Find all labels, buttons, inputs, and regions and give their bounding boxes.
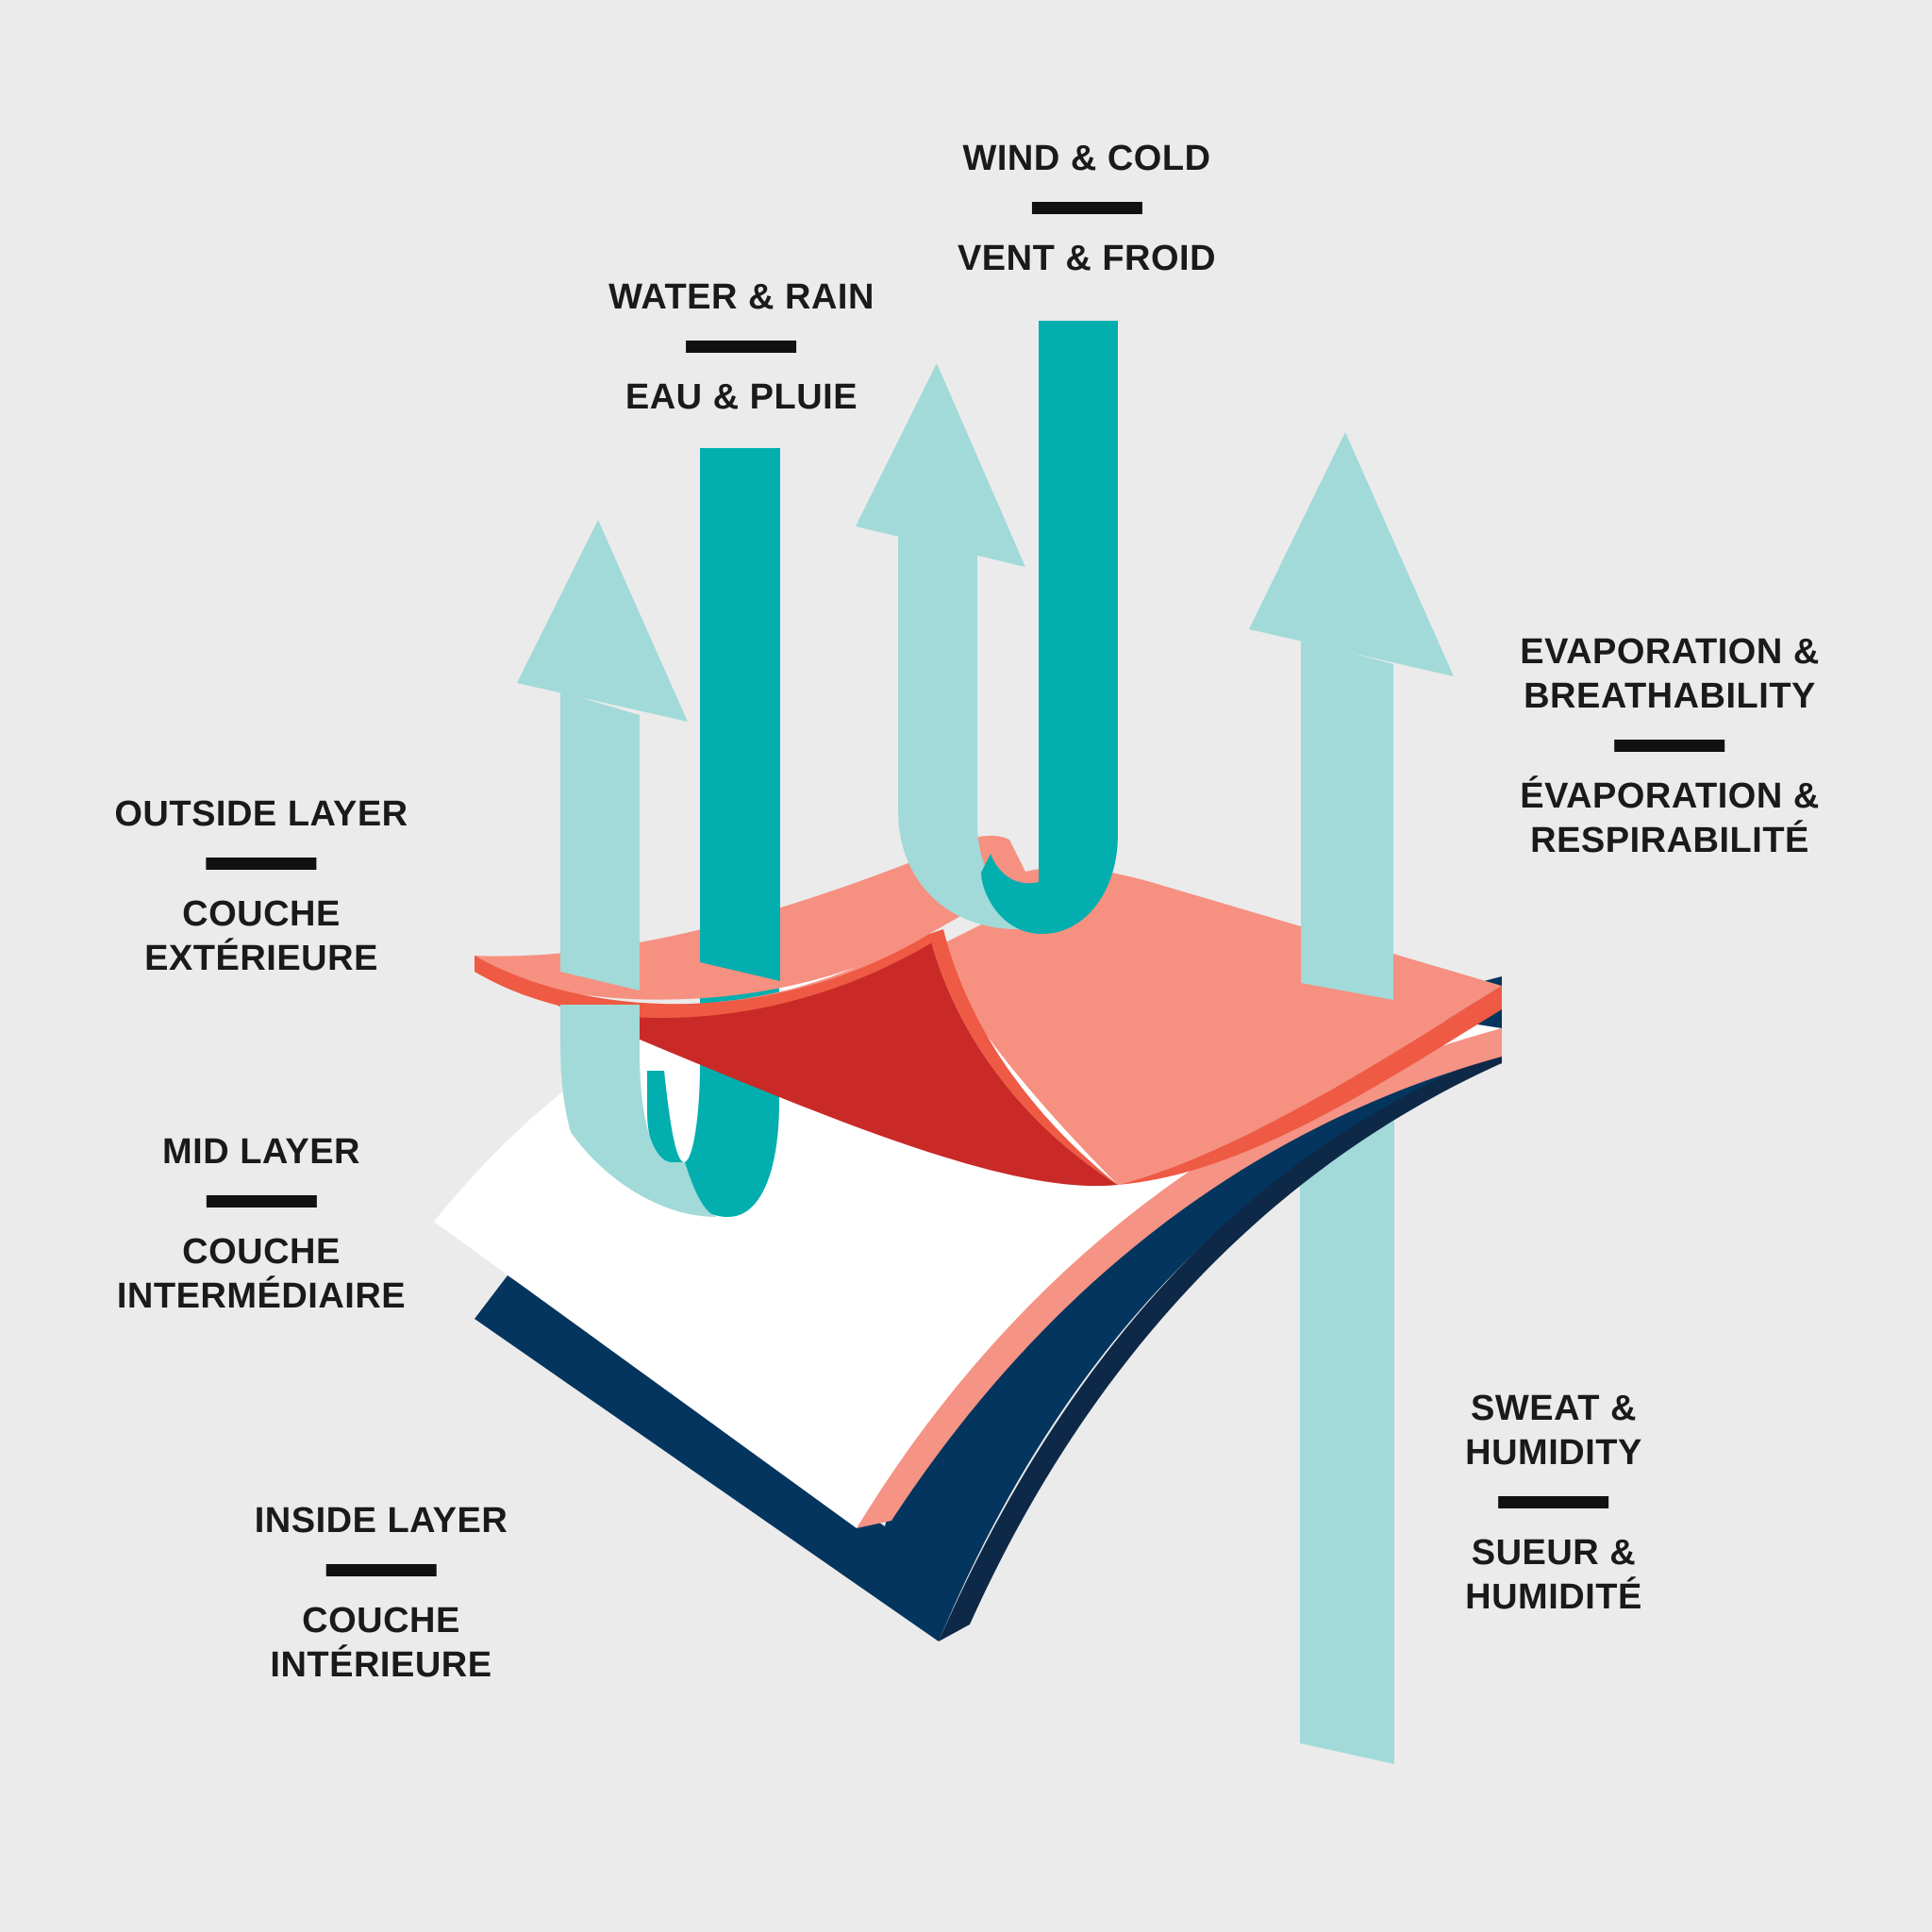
outside-layer-curl-edge: [929, 929, 1118, 1185]
label-separator: [1614, 740, 1725, 752]
evaporation-en-line2: BREATHABILITY: [1524, 676, 1816, 716]
mid-layer-fr-line1: COUCHE: [182, 1232, 341, 1272]
up-arrow-icon: [517, 520, 688, 722]
outside-layer-label: OUTSIDE LAYER COUCHE EXTÉRIEURE: [114, 792, 408, 981]
label-separator: [325, 1564, 437, 1576]
up-arrow-icon: [856, 363, 1025, 567]
outside-layer-en: OUTSIDE LAYER: [114, 794, 408, 834]
water-stream-upper: [700, 448, 780, 981]
wind-cold-fr: VENT & FROID: [957, 239, 1217, 278]
sweat-arrow-shaft: [1300, 1057, 1394, 1764]
water-rain-label: WATER & RAIN EAU & PLUIE: [608, 275, 874, 420]
water-rain-fr: EAU & PLUIE: [625, 377, 858, 417]
sweat-humidity-label: SWEAT & HUMIDITY SUEUR & HUMIDITÉ: [1465, 1387, 1642, 1620]
inside-layer-fr-line1: COUCHE: [302, 1601, 460, 1641]
outside-layer-top: [475, 867, 1502, 1185]
label-separator: [206, 1195, 317, 1208]
sweat-fr-line2: HUMIDITÉ: [1465, 1577, 1642, 1617]
evaporation-arrow-right-shaft: [1301, 640, 1393, 1000]
inside-layer-fr-line2: INTÉRIEURE: [270, 1645, 492, 1685]
outside-layer-fr-line2: EXTÉRIEURE: [144, 939, 378, 978]
water-rain-en: WATER & RAIN: [608, 277, 874, 317]
evaporation-label: EVAPORATION & BREATHABILITY ÉVAPORATION …: [1520, 630, 1820, 863]
inside-layer-label: INSIDE LAYER COUCHE INTÉRIEURE: [255, 1499, 508, 1688]
outside-layer-fr-line1: COUCHE: [182, 894, 341, 934]
label-separator: [206, 858, 317, 870]
wind-cold-en: WIND & COLD: [962, 139, 1211, 178]
label-separator: [1498, 1496, 1609, 1508]
evaporation-arrow-left-lower: [560, 1005, 717, 1217]
evaporation-en-line1: EVAPORATION &: [1520, 632, 1820, 672]
up-arrow-icon: [1249, 432, 1454, 676]
sweat-fr-line1: SUEUR &: [1471, 1533, 1637, 1573]
label-separator: [1031, 202, 1142, 214]
sweat-en-line2: HUMIDITY: [1465, 1433, 1642, 1473]
evaporation-arrow-middle: [898, 533, 1032, 929]
u-turn-stream-icon: [981, 321, 1118, 934]
evaporation-fr-line2: RESPIRABILITÉ: [1530, 821, 1809, 860]
outside-layer-underside: [509, 934, 1118, 1187]
mid-layer-en: MID LAYER: [161, 1132, 361, 1172]
sweat-en-line1: SWEAT &: [1471, 1389, 1637, 1428]
outside-layer-edge-left: [475, 934, 934, 1019]
evaporation-arrow-left-shaft: [560, 691, 640, 991]
label-separator: [686, 341, 797, 353]
mid-layer-label: MID LAYER COUCHE INTERMÉDIAIRE: [117, 1130, 406, 1319]
evaporation-fr-line1: ÉVAPORATION &: [1520, 776, 1820, 816]
wind-cold-label: WIND & COLD VENT & FROID: [958, 137, 1216, 281]
inside-layer-en: INSIDE LAYER: [254, 1501, 508, 1541]
mid-layer-fr-line2: INTERMÉDIAIRE: [116, 1276, 407, 1316]
